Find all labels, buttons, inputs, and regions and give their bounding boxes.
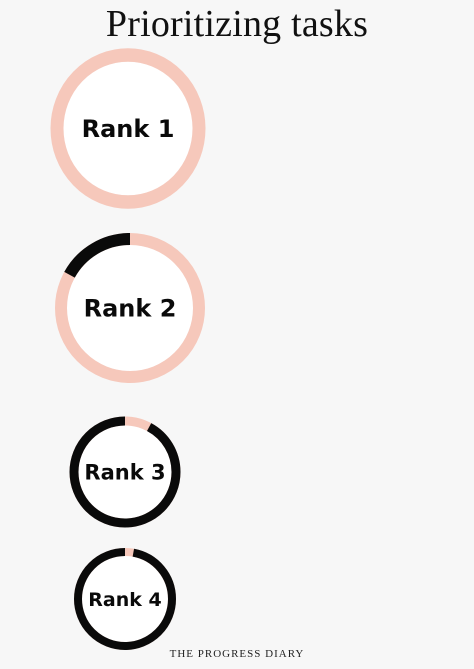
rank-2-label: Rank 2 <box>84 295 177 323</box>
rank-2-ring-progress <box>55 233 205 383</box>
rank-1-ring: Rank 1 <box>50 48 206 209</box>
rank-3-ring: Rank 3 <box>69 416 181 528</box>
rank-3-ring-inner <box>78 425 172 519</box>
page-title: Prioritizing tasks <box>105 3 369 45</box>
rank-4-ring-progress <box>74 548 176 650</box>
rank-4-ring-inner <box>82 556 168 642</box>
rank-3-label: Rank 3 <box>84 461 165 485</box>
rank-4-ring: Rank 4 <box>74 548 176 650</box>
rank-1-ring-inner <box>63 61 193 196</box>
rank-1-ring-track <box>50 48 206 209</box>
rank-2-ring-inner <box>67 245 193 371</box>
rank-3-ring-progress <box>69 416 181 528</box>
rank-2-ring: Rank 2 <box>55 233 205 383</box>
rank-4-label: Rank 4 <box>88 589 161 611</box>
rank-1-label: Rank 1 <box>82 115 175 143</box>
footer-brand: THE PROGRESS DIARY <box>169 648 305 660</box>
